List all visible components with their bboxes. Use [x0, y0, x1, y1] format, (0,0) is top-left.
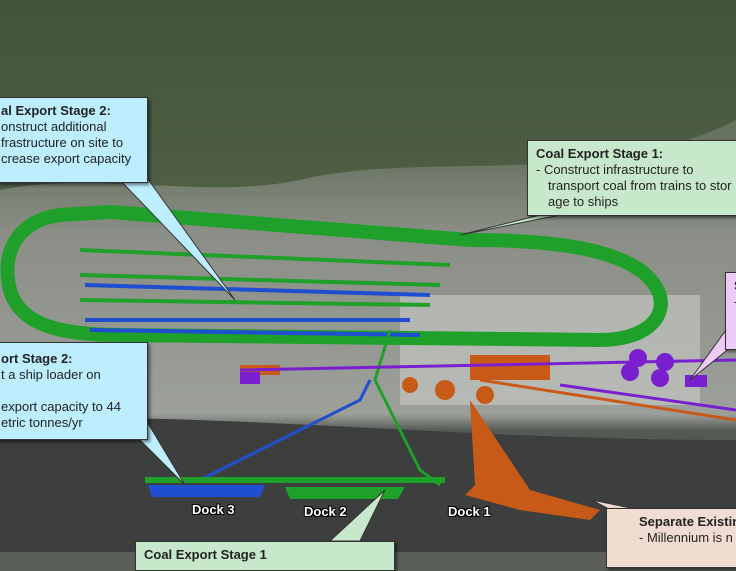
river [0, 417, 736, 552]
callout-title: Coal Export Stage 1 [144, 547, 267, 562]
stage2-conveyors [84, 283, 431, 337]
callout-line: crease export capacity [1, 151, 132, 166]
callout-line: - [734, 294, 736, 310]
stage2-conveyor [199, 379, 372, 482]
callout-title: Separate Existin [639, 514, 736, 529]
callout-line: - Millennium is n [639, 530, 733, 545]
aerial-site-rendering [0, 0, 736, 552]
callout-line: age to ships [548, 194, 619, 209]
dock-2-label: Dock 2 [304, 504, 347, 519]
callout-line: transport coal from trains to stor [548, 178, 732, 193]
dock-1-label: Dock 1 [448, 504, 491, 519]
callout-line: t a ship loader on [1, 367, 101, 382]
callout-line: - Construct infrastructure to [536, 162, 694, 177]
callout-existing: Separate Existin - Millennium is n [606, 508, 736, 568]
callout-stage2-loader: ort Stage 2: t a ship loader on export c… [0, 342, 148, 440]
other-rail [239, 358, 736, 412]
callout-title: S [734, 278, 736, 294]
callout-line: etric tonnes/yr [1, 415, 83, 430]
rail-loop-stage1 [0, 204, 668, 348]
callout-line: onstruct additional [1, 119, 107, 134]
callout-stage1-bottom: Coal Export Stage 1 [135, 541, 395, 571]
callout-line: frastructure on site to [1, 135, 124, 150]
callout-stage1-top: Coal Export Stage 1: - Construct infrast… [527, 140, 736, 216]
callout-line [1, 383, 139, 399]
ships [145, 477, 445, 499]
existing-rail [479, 378, 736, 422]
stockpile-rails [79, 248, 451, 307]
callout-stage2-site: al Export Stage 2: onstruct additional f… [0, 97, 148, 183]
dock-3-label: Dock 3 [192, 502, 235, 517]
callout-title: ort Stage 2: [1, 351, 73, 366]
callout-title: al Export Stage 2: [1, 103, 111, 118]
callout-line: export capacity to 44 [1, 399, 121, 414]
callout-purple: S - [725, 272, 736, 350]
callout-title: Coal Export Stage 1: [536, 146, 664, 161]
